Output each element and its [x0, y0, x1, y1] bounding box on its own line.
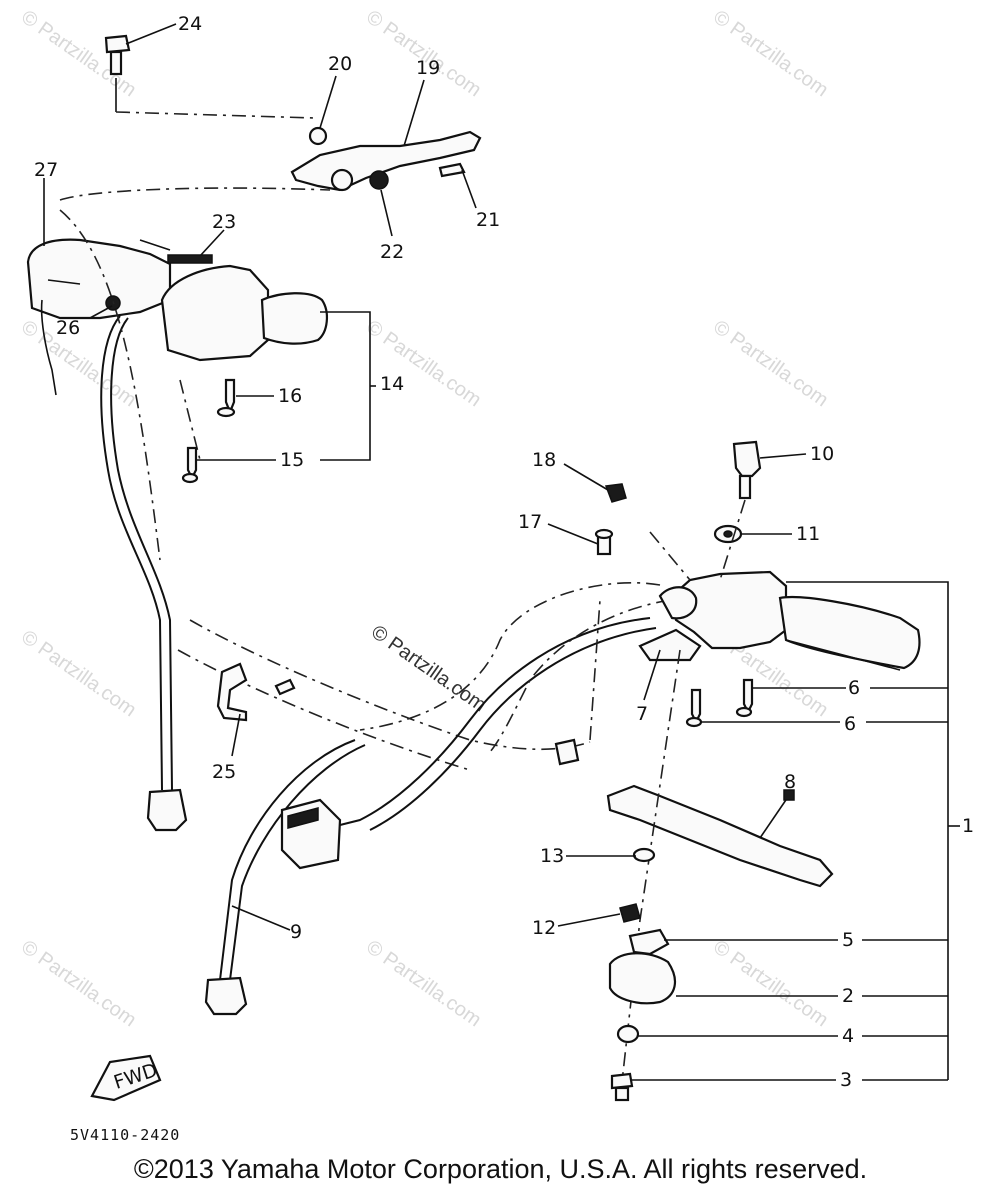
callout-12: 12: [532, 917, 556, 939]
watermark: © Partzilla.com: [362, 316, 485, 411]
part-18-17-nut-screw: [594, 483, 691, 581]
callout-22: 22: [380, 241, 404, 263]
part-10-11-bolt-washer: [713, 440, 762, 581]
copyright-notice: ©2013 Yamaha Motor Corporation, U.S.A. A…: [133, 1154, 868, 1184]
callout-17: 17: [518, 511, 542, 533]
callout-6b: 6: [844, 713, 856, 735]
part-13-12-5-2-4-3: [608, 649, 681, 1102]
left-cable: [100, 315, 188, 832]
part-14-left-housing: [160, 264, 328, 461]
fwd-arrow-icon: FWD: [90, 1054, 162, 1102]
callout-20: 20: [328, 53, 352, 75]
part-8-brake-lever: [606, 784, 834, 888]
part-1-right-housing: [638, 570, 921, 671]
callout-25: 25: [212, 761, 236, 783]
callout-26: 26: [56, 317, 80, 339]
callout-24: 24: [178, 13, 202, 35]
leader-lines: [43, 23, 960, 1081]
callout-27: 27: [34, 159, 58, 181]
callout-6a: 6: [848, 677, 860, 699]
watermark: © Partzilla.com: [709, 936, 832, 1031]
watermark: © Partzilla.com: [362, 6, 485, 101]
callout-13: 13: [540, 845, 564, 867]
part-9-brake-switch-cable: [204, 617, 657, 1016]
throttle-cable-outline: [359, 581, 671, 766]
watermark: © Partzilla.com: [17, 936, 140, 1031]
diagram-code: 5V4110-2420: [70, 1126, 180, 1144]
watermark: © Partzilla.com: [362, 936, 485, 1031]
callout-18: 18: [532, 449, 556, 471]
watermark: © Partzilla.com: [17, 626, 140, 721]
callout-1: 1: [962, 815, 974, 837]
callout-14: 14: [380, 373, 404, 395]
part-24-bolt: [104, 34, 316, 119]
callout-3: 3: [840, 1069, 852, 1091]
callout-11: 11: [796, 523, 820, 545]
part-19-clutch-lever: [290, 126, 482, 192]
watermark: © Partzilla.com: [709, 6, 832, 101]
watermark: © Partzilla.com: [709, 316, 832, 411]
callout-2: 2: [842, 985, 854, 1007]
part-27-left-switch: [26, 187, 331, 396]
handlebar-outline: [59, 209, 591, 771]
part-16-15-screws: [181, 378, 236, 484]
callout-7: 7: [636, 703, 648, 725]
part-25-bracket: [216, 662, 296, 722]
part-6-screws: [685, 678, 754, 728]
callout-10: 10: [810, 443, 834, 465]
callout-9: 9: [290, 921, 302, 943]
callout-23: 23: [212, 211, 236, 233]
callout-19: 19: [416, 57, 440, 79]
callout-8: 8: [784, 771, 796, 793]
callout-5: 5: [842, 929, 854, 951]
callout-4: 4: [842, 1025, 854, 1047]
callout-15: 15: [280, 449, 304, 471]
callouts: 24 20 19 21 22 23 27 26 16 14 15 18 17 1…: [34, 13, 974, 1091]
callout-21: 21: [476, 209, 500, 231]
center-watermark: © Partzilla.com: [367, 621, 490, 716]
callout-16: 16: [278, 385, 302, 407]
